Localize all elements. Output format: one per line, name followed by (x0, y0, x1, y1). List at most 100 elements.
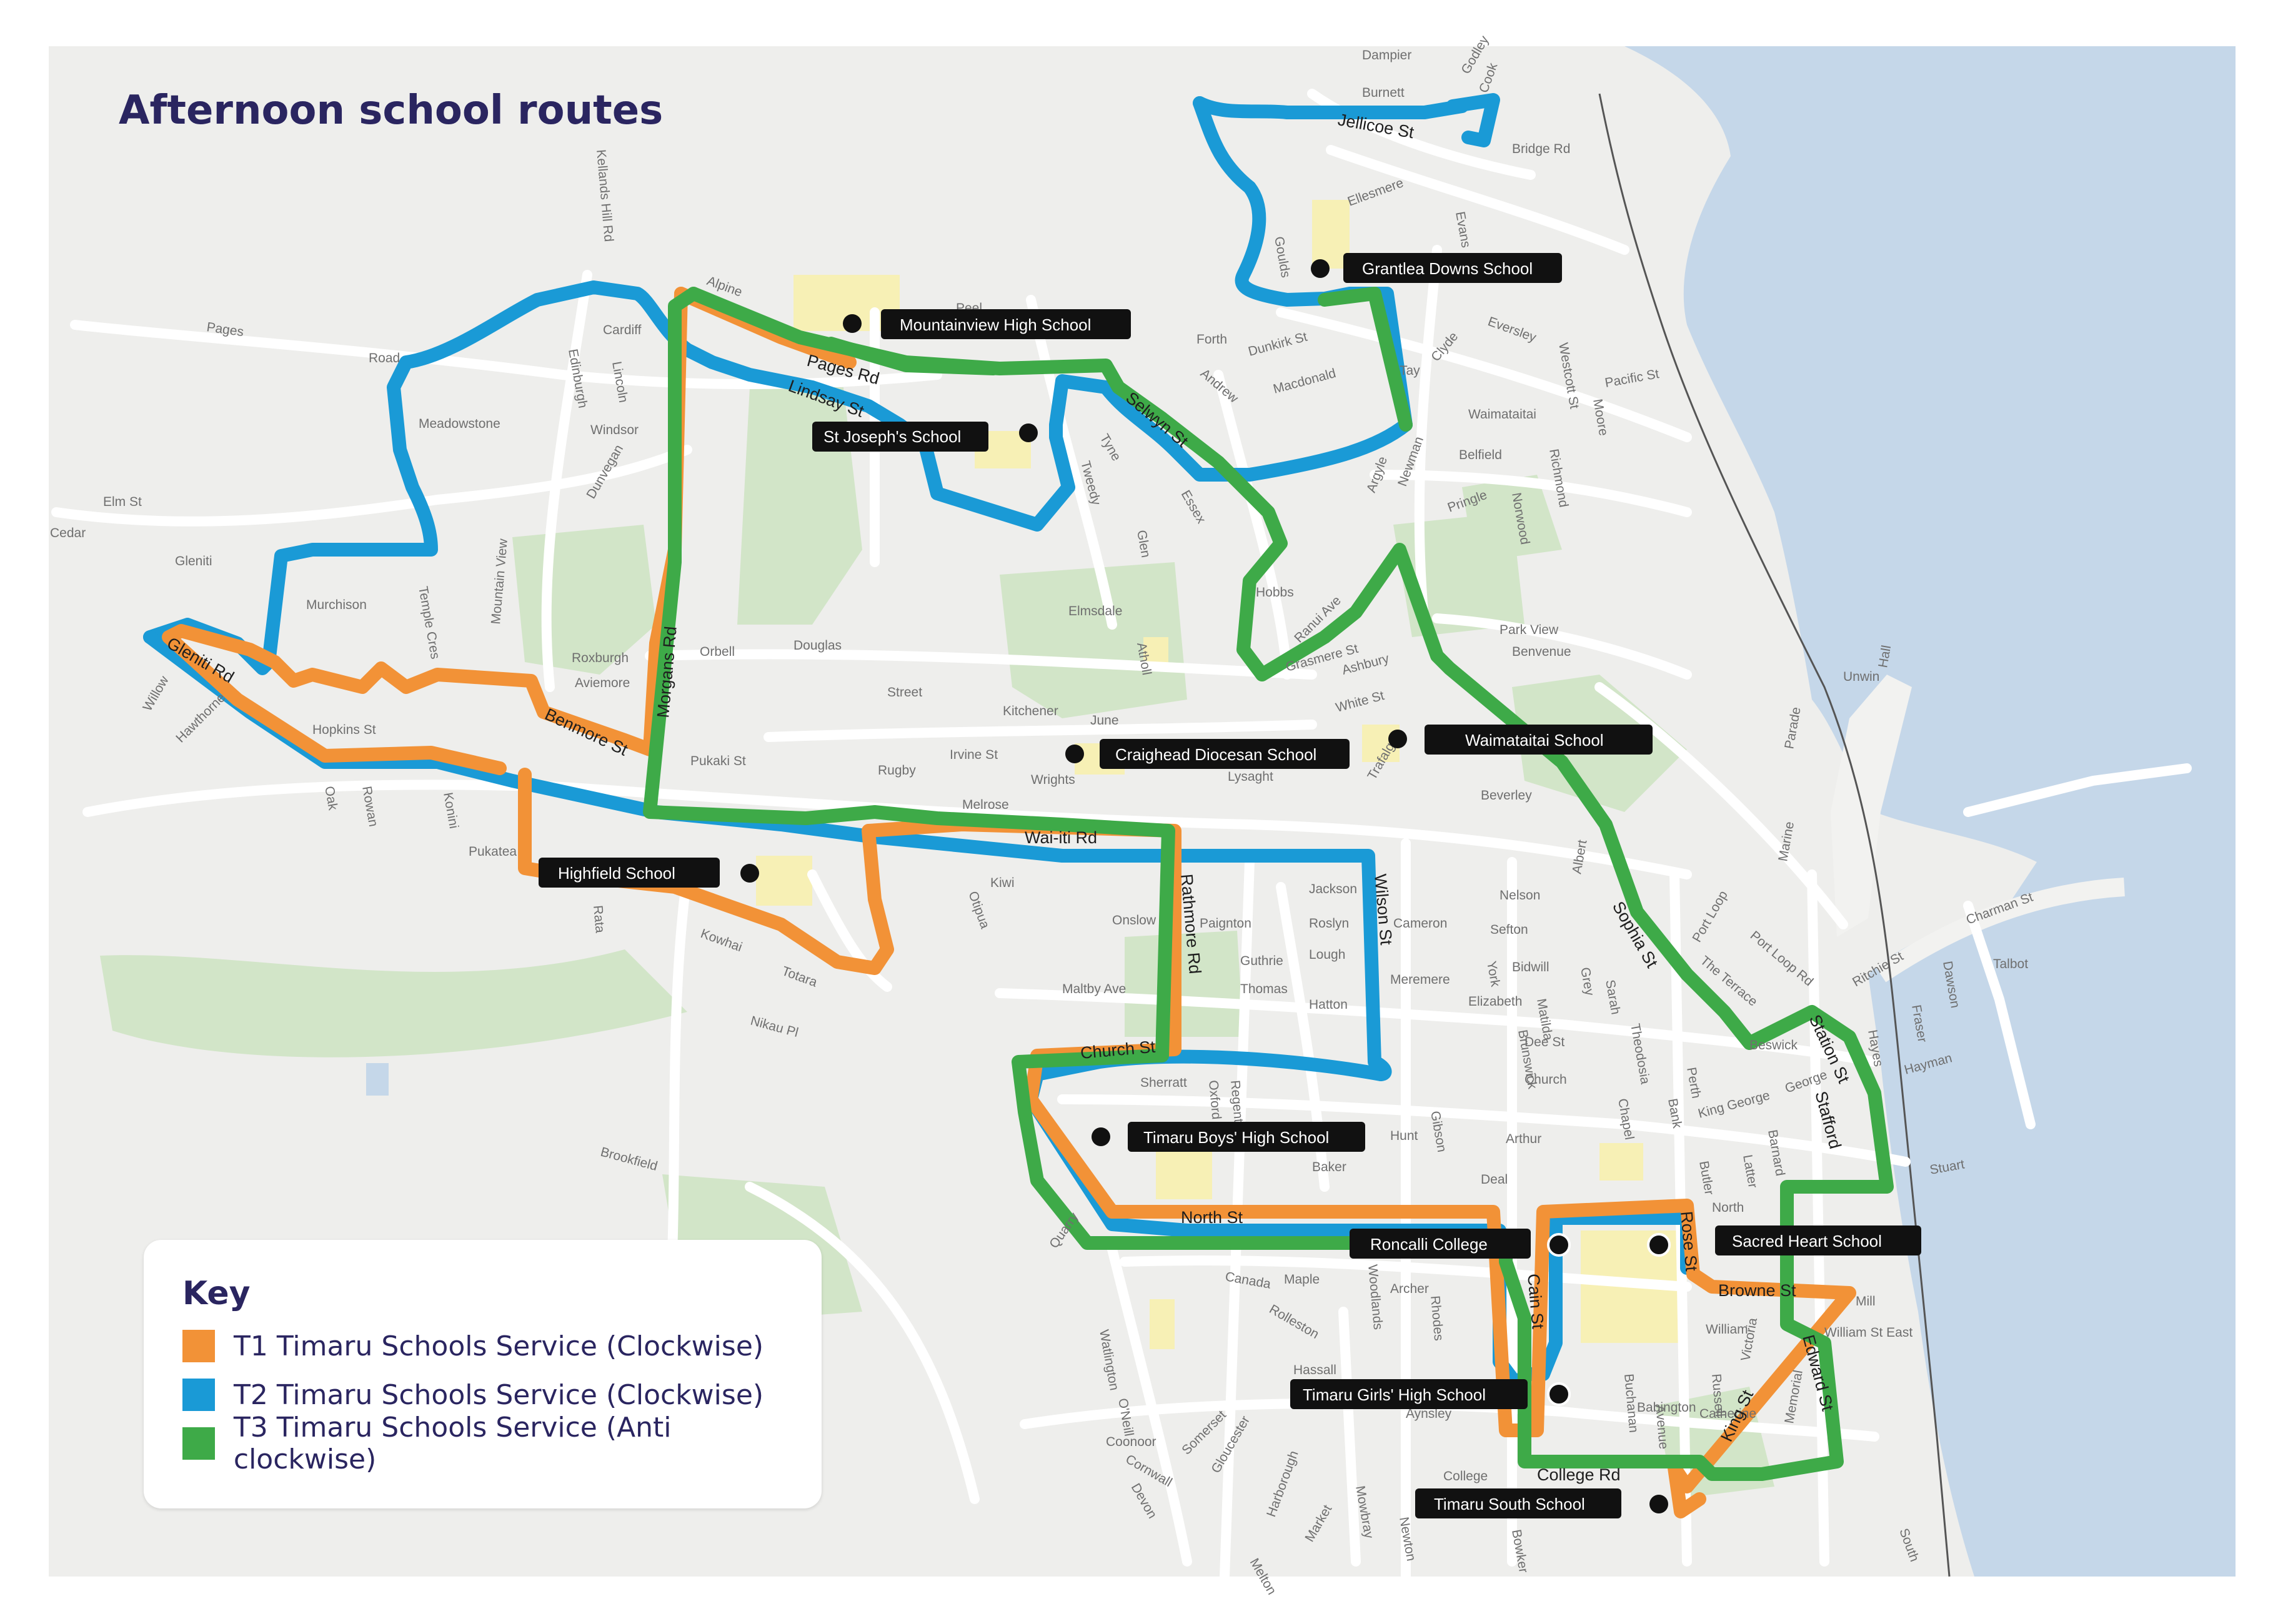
street-label: Sefton (1490, 923, 1528, 937)
key-title: Key (182, 1275, 251, 1312)
street-label: Belfield (1459, 448, 1502, 462)
street-label: Gleniti (175, 554, 212, 568)
street-label: Unwin (1843, 670, 1879, 684)
street-label: Elmsdale (1068, 604, 1122, 618)
school-marker[interactable]: Sacred Heart School (1647, 1225, 1921, 1257)
street-label: Bidwill (1512, 960, 1549, 974)
street-label: Orbell (700, 645, 735, 659)
route-label-wai-iti-rd: Wai-iti Rd (1025, 828, 1097, 847)
street-label: Church (1524, 1072, 1567, 1087)
street-label: Irvine St (950, 748, 998, 762)
street-label: Rugby (878, 763, 916, 778)
school-name: St Joseph's School (823, 427, 961, 446)
school-label-box (1343, 253, 1562, 283)
street-label: Street (887, 685, 922, 700)
street-label: Kiwi (990, 876, 1015, 890)
street-label: Coonoor (1106, 1435, 1156, 1449)
school-name: Timaru Girls' High School (1303, 1385, 1486, 1404)
school-label-box (1128, 1122, 1365, 1152)
street-label: North (1712, 1201, 1744, 1215)
street-label: Hatton (1309, 998, 1348, 1012)
school-dot (1649, 1495, 1668, 1513)
school-dot (1092, 1127, 1110, 1146)
school-dot (843, 314, 862, 333)
school-label-box (812, 422, 988, 452)
school-dot (1547, 1382, 1571, 1406)
school-label-box (1350, 1229, 1531, 1259)
street-label: Roxburgh (572, 651, 629, 665)
street-label: William St East (1824, 1325, 1912, 1340)
street-label: Aynsley (1406, 1407, 1452, 1421)
school-marker[interactable]: St Joseph's School (812, 422, 1038, 452)
street-label: Melrose (962, 798, 1009, 812)
school-marker[interactable]: Waimataitai School (1388, 725, 1653, 755)
school-marker[interactable]: Timaru Boys' High School (1092, 1122, 1365, 1152)
street-label: Burnett (1362, 86, 1405, 100)
route-t3-line (643, 287, 1894, 1481)
street-label: Hunt (1390, 1129, 1418, 1143)
key-item-t2: T2 Timaru Schools Service (Clockwise) (182, 1376, 763, 1414)
school-marker[interactable]: Grantlea Downs School (1311, 253, 1562, 283)
street-label: Pukaki St (690, 754, 746, 768)
street-label: Wrights (1031, 773, 1075, 787)
street-label: Kitchener (1003, 704, 1058, 718)
harbour-wharf (1831, 675, 1912, 937)
railway-line (1598, 93, 1951, 1577)
key-swatch-t1 (182, 1330, 215, 1362)
street-label: Elm St (103, 495, 142, 509)
school-dot (1647, 1233, 1671, 1257)
street-label: Dampier (1362, 48, 1411, 62)
street-label: Maple (1284, 1272, 1320, 1287)
school-label-box (539, 858, 720, 888)
school-dot (1065, 745, 1084, 763)
street-label: Hobbs (1256, 585, 1294, 600)
street-label: Babington (1637, 1400, 1696, 1415)
street-label: Paignton (1200, 916, 1251, 931)
street-label: Mill (1856, 1294, 1876, 1309)
street-label: Catherine (1699, 1407, 1756, 1421)
school-name: Timaru South School (1434, 1495, 1585, 1513)
street-label: Cameron (1393, 916, 1447, 931)
street-label: Archer (1390, 1282, 1429, 1296)
street-label: Sherratt (1140, 1076, 1187, 1090)
school-label-box (881, 309, 1131, 339)
school-dot (1311, 259, 1330, 278)
street-label: Beverley (1481, 788, 1532, 803)
street-label: Elizabeth (1468, 994, 1522, 1009)
street-label: Park View (1500, 623, 1559, 637)
street-label: Baker (1312, 1160, 1346, 1174)
street-label: Benvenue (1512, 645, 1571, 659)
school-marker[interactable]: Craighead Diocesan School (1065, 739, 1350, 769)
school-marker[interactable]: Highfield School (539, 858, 759, 888)
street-label: Nelson (1500, 888, 1540, 903)
route-label-browne-st: Browne St (1718, 1281, 1796, 1300)
street-label: June (1090, 713, 1119, 728)
school-marker[interactable]: Timaru Girls' High School (1290, 1379, 1571, 1409)
school-dot (1019, 423, 1038, 442)
school-marker[interactable]: Mountainview High School (843, 309, 1131, 339)
street-label: Hassall (1293, 1363, 1336, 1377)
street-label: Meadowstone (419, 417, 500, 431)
school-name: Sacred Heart School (1732, 1232, 1882, 1250)
school-marker[interactable]: Roncalli College (1350, 1229, 1571, 1259)
lake (366, 1063, 389, 1096)
street-label: Beswick (1749, 1038, 1798, 1052)
street-label: Douglas (793, 638, 842, 653)
school-markers: Mountainview High School Grantlea Downs … (539, 253, 1921, 1518)
street-label: Meremere (1390, 973, 1450, 987)
school-label-box (1100, 739, 1350, 769)
street-label: Roslyn (1309, 916, 1349, 931)
street-label: Onslow (1112, 913, 1156, 928)
key-label-t1: T1 Timaru Schools Service (Clockwise) (234, 1330, 764, 1362)
street-label: Cedar (50, 526, 86, 540)
school-marker[interactable]: Timaru South School (1415, 1488, 1668, 1518)
street-label: Lysaght (1228, 770, 1273, 784)
breakwater (1875, 878, 2125, 983)
school-name: Roncalli College (1370, 1235, 1488, 1254)
street-label: Pukatea (469, 844, 517, 859)
street-label: Deal (1481, 1172, 1508, 1187)
street-label: Windsor (590, 423, 639, 437)
school-label-box (1715, 1225, 1921, 1255)
key-swatch-t3 (182, 1427, 215, 1460)
map-title: Afternoon school routes (119, 87, 664, 134)
